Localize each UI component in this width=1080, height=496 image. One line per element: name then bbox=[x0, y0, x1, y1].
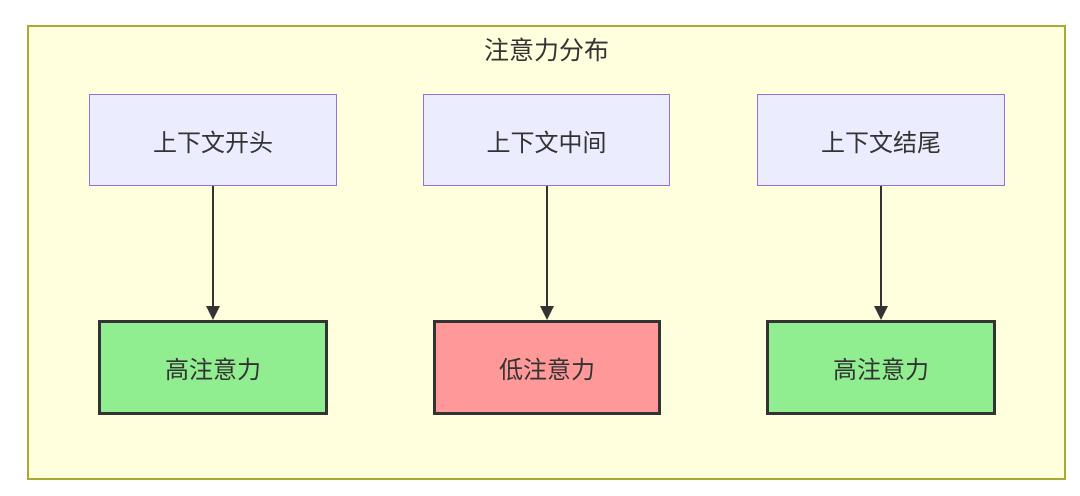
node-context-middle-label: 上下文中间 bbox=[486, 129, 607, 157]
node-high-attention-right: 高注意力 bbox=[766, 320, 996, 415]
node-context-begin-label: 上下文开头 bbox=[153, 129, 273, 157]
node-context-end: 上下文结尾 bbox=[757, 94, 1005, 186]
node-low-attention-middle-label: 低注意力 bbox=[499, 357, 595, 384]
node-context-end-label: 上下文结尾 bbox=[821, 129, 941, 157]
node-high-attention-right-label: 高注意力 bbox=[833, 357, 929, 384]
diagram-title: 注意力分布 bbox=[483, 37, 609, 65]
node-high-attention-left: 高注意力 bbox=[98, 320, 328, 415]
node-low-attention-middle: 低注意力 bbox=[433, 320, 661, 415]
node-high-attention-left-label: 高注意力 bbox=[165, 357, 261, 384]
node-context-middle: 上下文中间 bbox=[423, 94, 670, 186]
node-context-begin: 上下文开头 bbox=[89, 94, 337, 186]
